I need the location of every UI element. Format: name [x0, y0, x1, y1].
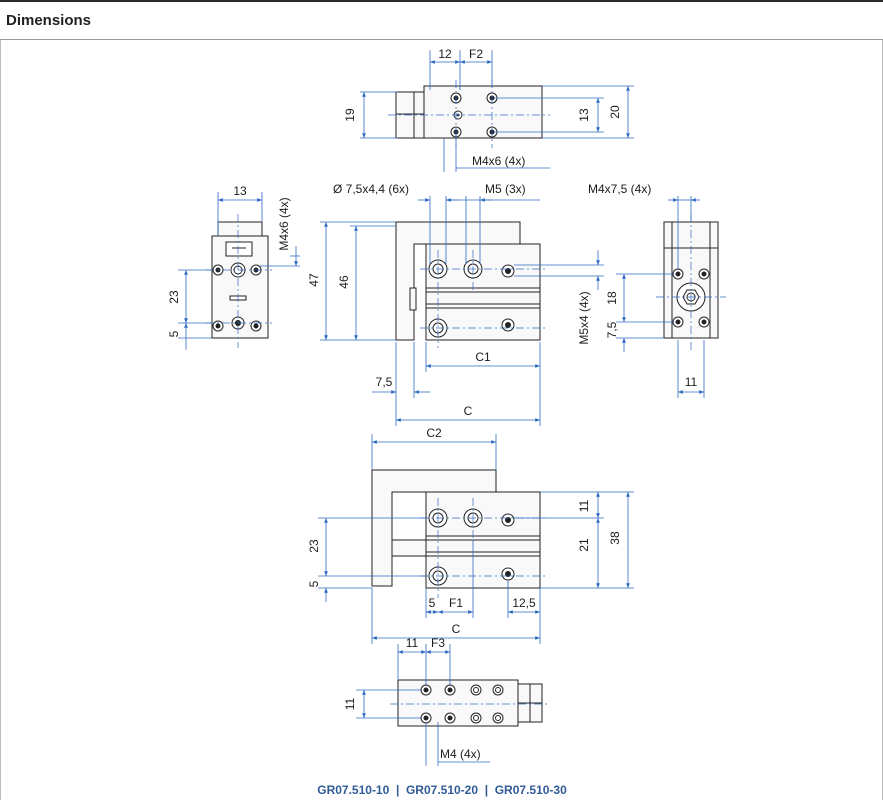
dim-13: 13: [233, 184, 247, 198]
dim-thread-m4: M4 (4x): [440, 747, 481, 761]
dim-12: 12: [438, 47, 452, 61]
section-header: Dimensions: [0, 0, 883, 40]
bottom-view: 11 F3 11 M4 (4x): [343, 636, 550, 766]
dim-38: 38: [608, 531, 622, 545]
left-side-view: 13 M4x6 (4x) 23 5: [167, 184, 300, 350]
dim-21: 21: [577, 538, 591, 552]
dim-thread-m4x6: M4x6 (4x): [277, 197, 291, 250]
dim-18: 18: [605, 291, 619, 305]
dim-thread-m5: M5 (3x): [485, 182, 526, 196]
dim-thread-m4x7-5: M4x7,5 (4x): [588, 182, 651, 196]
dim-11: 11: [577, 499, 591, 512]
dim-23: 23: [307, 539, 321, 553]
dim-bore-7-5x4-4: Ø 7,5x4,4 (6x): [333, 182, 409, 196]
dim-11: 11: [685, 375, 698, 389]
dim-thread-m4x6: M4x6 (4x): [472, 154, 525, 168]
dim-c: C: [464, 404, 473, 418]
dim-20: 20: [608, 105, 622, 119]
dim-5: 5: [307, 580, 321, 587]
top-view: 12 F2 19 13 20 M4x6 (4x): [343, 47, 634, 172]
dim-thread-m5x4: M5x4 (4x): [577, 291, 591, 344]
dim-11-side: 11: [343, 697, 357, 710]
dim-13: 13: [577, 108, 591, 122]
dim-f2: F2: [469, 47, 483, 61]
dim-7-5-side: 7,5: [605, 321, 619, 338]
dim-47: 47: [307, 273, 321, 287]
dim-5: 5: [167, 330, 181, 337]
model-caption: GR07.510-10 | GR07.510-20 | GR07.510-30: [317, 783, 567, 797]
dim-19: 19: [343, 108, 357, 122]
dim-c2: C2: [426, 426, 442, 440]
front-view: Ø 7,5x4,4 (6x) M5 (3x) 47 46 M5x4 (4x) C…: [307, 182, 604, 426]
dim-11: 11: [406, 636, 419, 650]
dim-46: 46: [337, 275, 351, 289]
dim-f3: F3: [431, 636, 445, 650]
dim-7-5: 7,5: [376, 375, 393, 389]
dim-c-extended: C: [452, 622, 461, 636]
dim-c1: C1: [475, 350, 491, 364]
right-side-view: M4x7,5 (4x) 18 7,5 11: [588, 182, 726, 398]
dim-f1: F1: [449, 596, 463, 610]
extended-view: C2 11 21 38 23 5 5 F1 12,5 C: [307, 426, 634, 644]
dim-23: 23: [167, 290, 181, 304]
dim-12-5: 12,5: [512, 596, 536, 610]
section-title: Dimensions: [6, 12, 92, 29]
dim-5-bottom: 5: [429, 596, 436, 610]
